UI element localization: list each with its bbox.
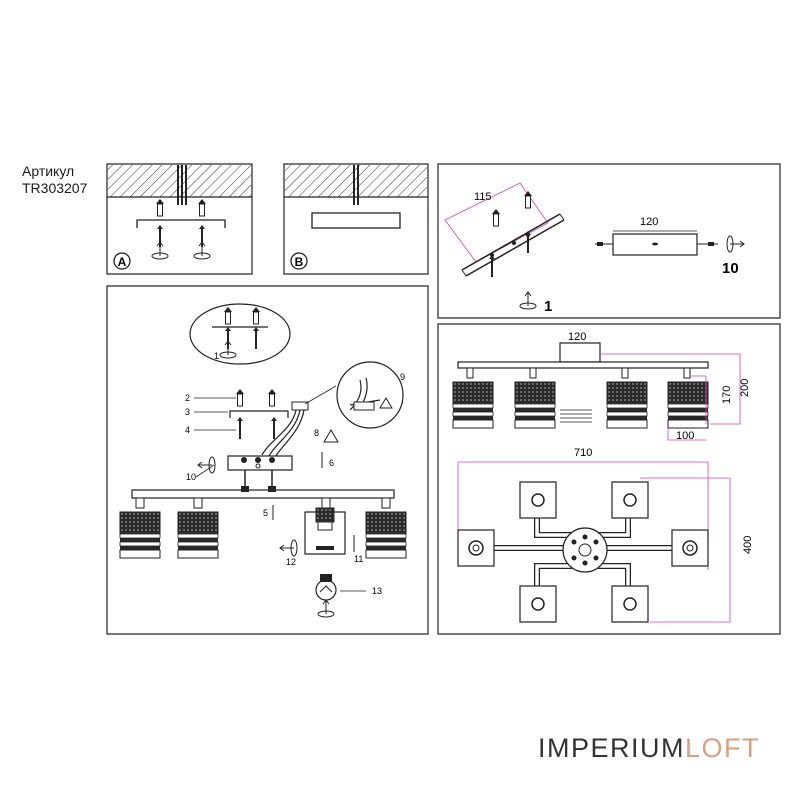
top-view: 710 400 bbox=[457, 447, 754, 623]
assembly-panel: 1 2 3 4 9 8 10 bbox=[106, 285, 429, 635]
panel-b-badge: B bbox=[295, 255, 304, 269]
callout-2: 2 bbox=[185, 393, 190, 403]
callout-1: 1 bbox=[214, 351, 219, 361]
callout-5: 5 bbox=[263, 508, 268, 518]
bracket-detail-panel bbox=[437, 163, 781, 319]
dim-width: 400 bbox=[742, 536, 754, 554]
label-1: 1 bbox=[544, 298, 552, 315]
sku-label: Артикул bbox=[22, 163, 75, 179]
dim-height-200: 200 bbox=[739, 379, 751, 397]
label-10: 10 bbox=[722, 260, 739, 277]
callout-3: 3 bbox=[185, 407, 190, 417]
sku-value: TR303207 bbox=[22, 180, 88, 196]
dim-115: 115 bbox=[474, 191, 492, 203]
dim-length: 710 bbox=[574, 447, 592, 459]
brand-logo: IMPERIUMLOFT bbox=[538, 733, 760, 764]
dim-120-top: 120 bbox=[640, 216, 658, 228]
dim-canopy-width: 120 bbox=[568, 331, 586, 343]
side-view: 120 170 200 100 bbox=[452, 331, 751, 442]
brand-part2: LOFT bbox=[685, 733, 761, 763]
brand-part1: IMPERIUM bbox=[538, 733, 685, 763]
callout-12: 12 bbox=[286, 557, 296, 567]
callout-13: 13 bbox=[372, 586, 382, 596]
panel-b-badge-circle bbox=[290, 252, 308, 270]
bracket-detail: 115 1 120 10 bbox=[444, 182, 745, 315]
callout-11: 11 bbox=[354, 554, 363, 564]
callout-6: 6 bbox=[329, 458, 334, 468]
sku-block: Артикул TR303207 bbox=[22, 163, 87, 197]
callout-10: 10 bbox=[186, 472, 196, 482]
panel-a: A bbox=[106, 163, 253, 275]
panel-b: B bbox=[283, 163, 429, 275]
panel-a-badge-circle bbox=[113, 252, 131, 270]
callout-9: 9 bbox=[400, 372, 405, 382]
panel-a-badge: A bbox=[118, 255, 127, 269]
callout-4: 4 bbox=[185, 425, 190, 435]
dimensions-panel bbox=[437, 323, 781, 635]
dim-height-170: 170 bbox=[721, 386, 733, 404]
callout-8: 8 bbox=[314, 428, 319, 438]
dim-shade-width: 100 bbox=[676, 430, 694, 442]
